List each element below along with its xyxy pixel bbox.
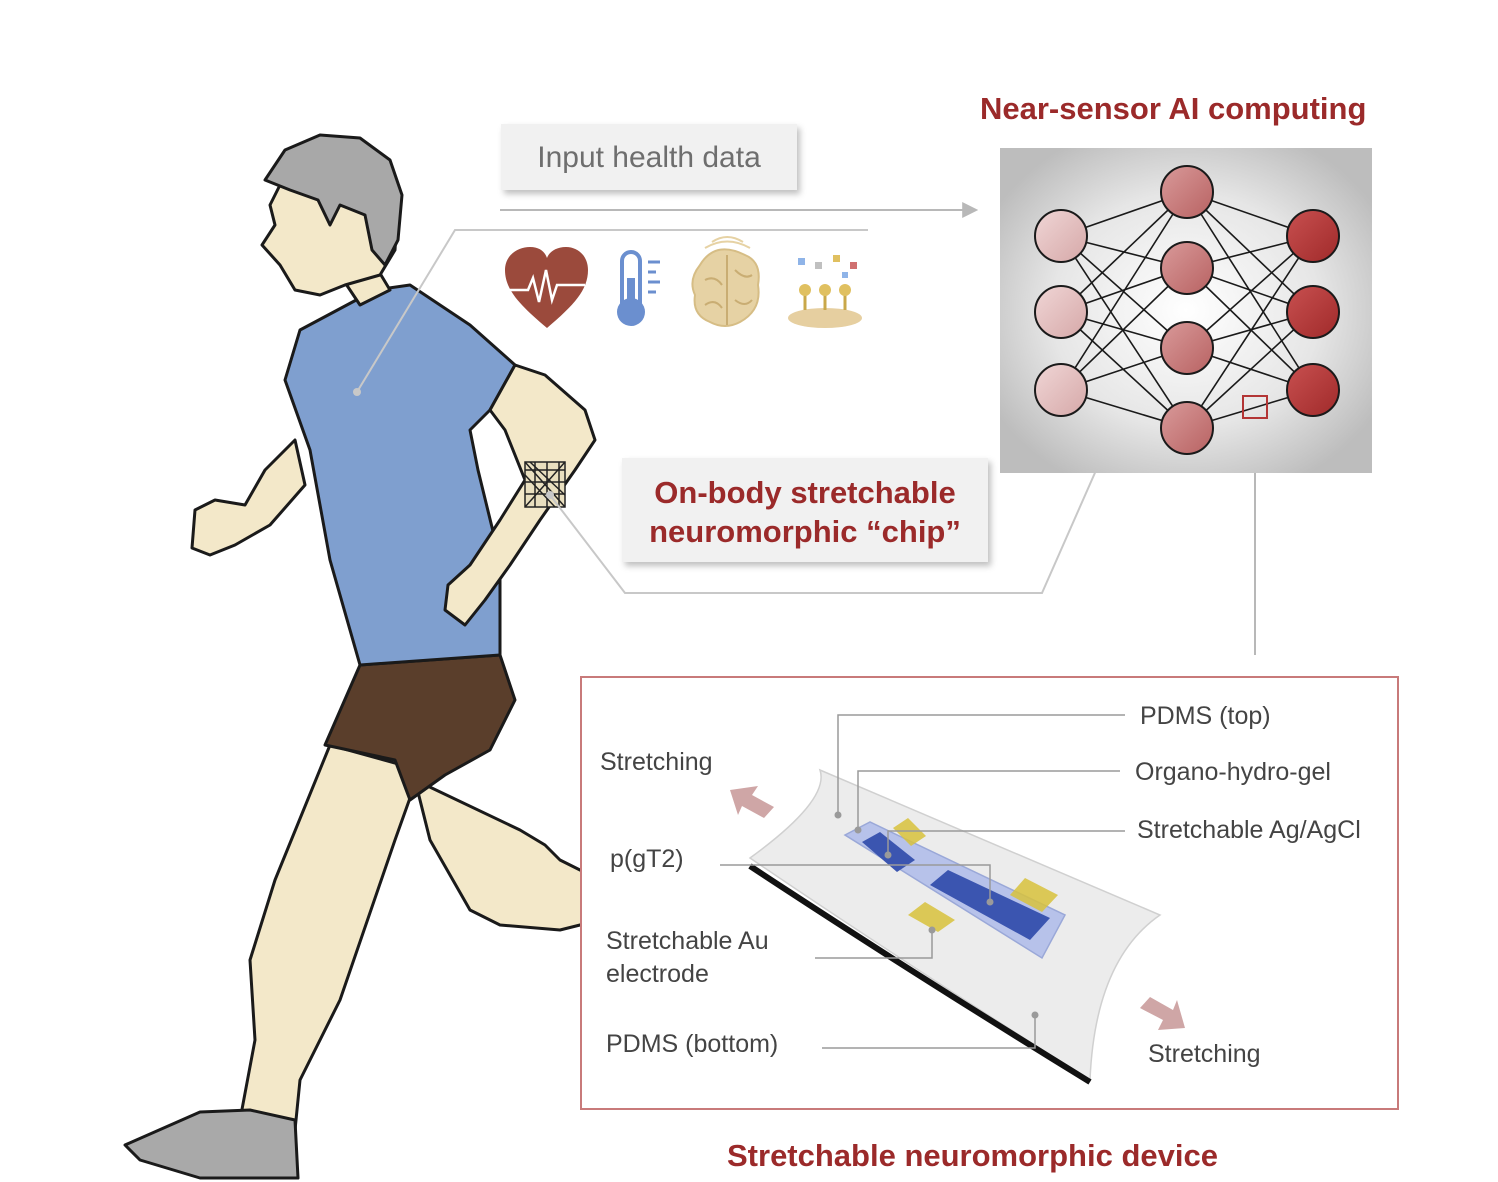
pdms-top-label: PDMS (top) (1140, 702, 1271, 730)
network-node (1160, 321, 1214, 375)
stretching-right-label: Stretching (1148, 1040, 1261, 1068)
network-edge (1060, 191, 1188, 313)
device-leader-lines (720, 714, 1125, 1049)
ag-agcl-label: Stretchable Ag/AgCl (1137, 816, 1361, 844)
biosensor-icon (788, 255, 862, 328)
input-health-data-box (501, 124, 797, 190)
patch-connector (549, 449, 1106, 594)
skin-patch (524, 461, 566, 508)
network-node (1286, 363, 1340, 417)
au-electrode-label-line1: Stretchable Au (606, 927, 769, 955)
network-edge (1060, 267, 1188, 391)
brain-icon (691, 236, 760, 327)
front-arm (443, 363, 597, 627)
network-edge (1060, 191, 1188, 391)
onbody-chip-box (622, 458, 988, 562)
torso-connector (356, 229, 868, 393)
network-nodes (1034, 165, 1340, 455)
runner-figure (123, 133, 602, 1180)
stretch-arrow-left (730, 786, 774, 818)
back-arm (190, 438, 307, 557)
network-node (1034, 209, 1088, 263)
network-edge (1186, 311, 1314, 429)
front-leg (238, 743, 422, 1132)
network-node (1160, 165, 1214, 219)
network-edge (1060, 235, 1188, 429)
shoe (123, 1108, 300, 1180)
pgt2-label: p(gT2) (610, 845, 684, 873)
organo-hydro-gel-label: Organo-hydro-gel (1135, 758, 1331, 786)
neural-network-panel (1000, 148, 1372, 473)
network-edge (1060, 311, 1188, 429)
highlighted-synapse (1242, 395, 1268, 419)
network-node (1034, 285, 1088, 339)
heart-ecg-icon (505, 247, 588, 328)
stretching-left-label: Stretching (600, 748, 713, 776)
network-node (1034, 363, 1088, 417)
onbody-chip-label-line2: neuromorphic “chip” (649, 514, 961, 549)
near-sensor-title: Near-sensor AI computing (980, 91, 1367, 126)
pdms-bottom-label: PDMS (bottom) (606, 1030, 779, 1058)
network-node (1160, 401, 1214, 455)
au-electrode-label-line2: electrode (606, 960, 709, 988)
network-node (1286, 209, 1340, 263)
hair (263, 133, 404, 267)
ag-agcl-electrode (893, 818, 926, 846)
network-edge (1186, 235, 1314, 349)
device-illustration (730, 768, 1185, 1085)
pdms-bottom-edge (748, 863, 1092, 1085)
shirt (283, 283, 517, 667)
network-edge (1186, 267, 1314, 391)
thermometer-icon (617, 250, 660, 326)
back-leg (413, 778, 602, 932)
onbody-chip-label-line1: On-body stretchable (654, 475, 956, 510)
input-health-data-label: Input health data (537, 141, 761, 174)
au-electrode-1 (908, 902, 955, 932)
pdms-substrate (748, 768, 1162, 1082)
stretch-arrow-right (1140, 997, 1185, 1030)
au-electrode-2 (1010, 878, 1058, 912)
network-node (1286, 285, 1340, 339)
shorts (323, 653, 517, 802)
device-title: Stretchable neuromorphic device (727, 1138, 1218, 1173)
network-edge (1186, 235, 1314, 429)
network-node (1160, 241, 1214, 295)
